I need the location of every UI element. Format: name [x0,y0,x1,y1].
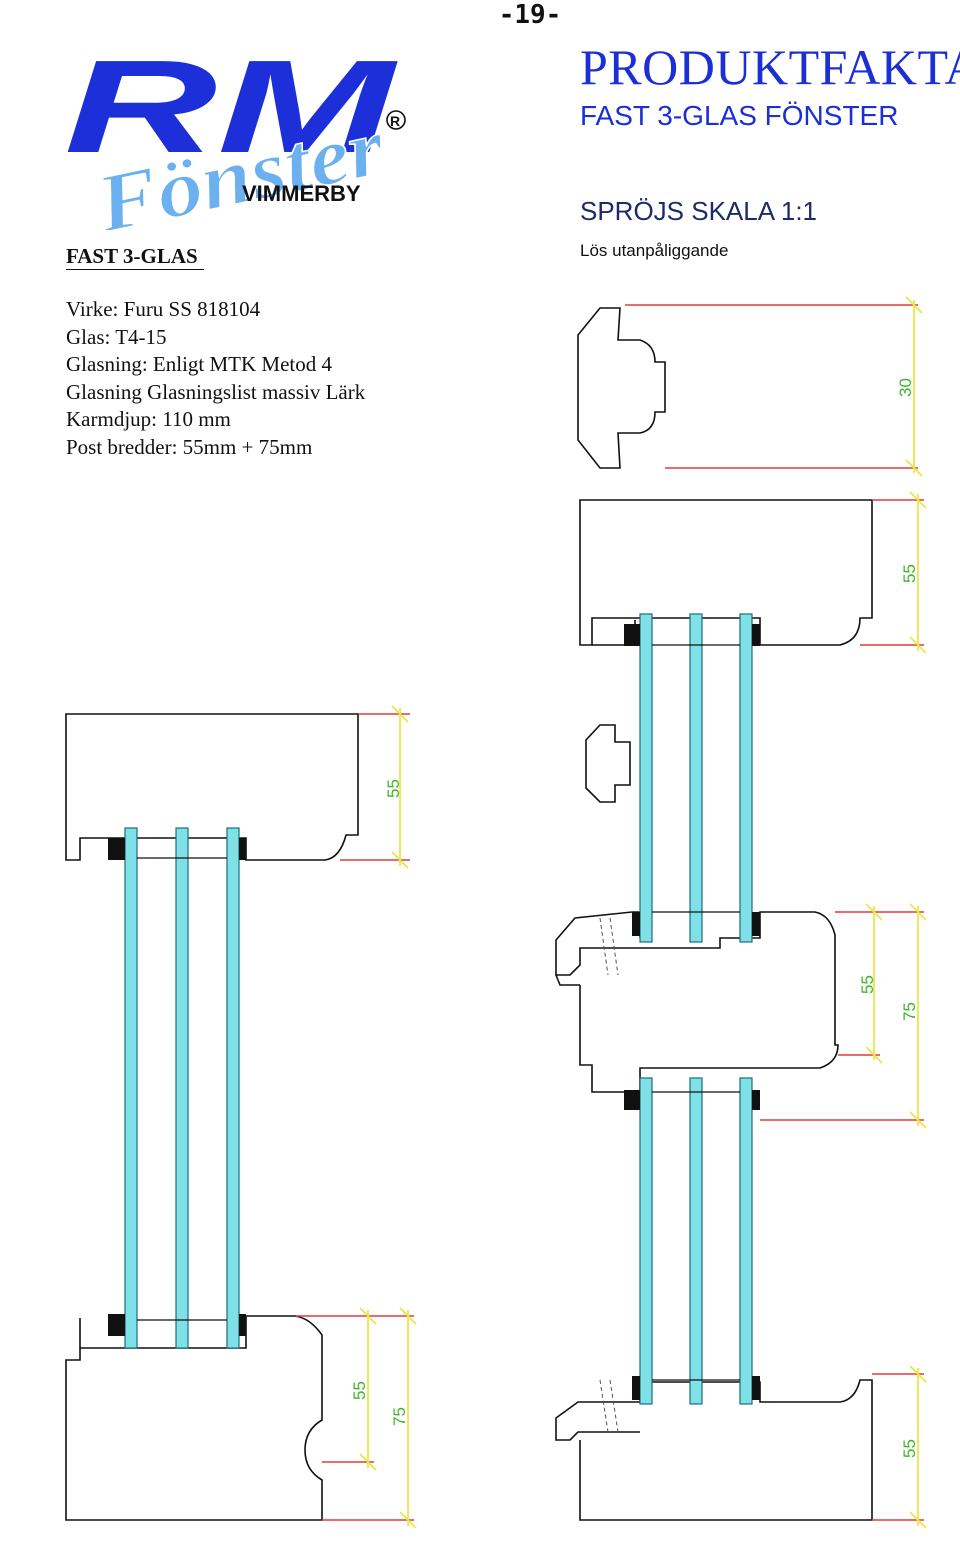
seal-l2-right [239,1314,246,1336]
seal-r1-left [624,624,640,646]
left-top-frame [65,713,359,861]
dim-post-inner: 55 [858,975,877,994]
left-bottom-frame [65,1315,323,1521]
registered-mark-letter: R [390,113,400,129]
dim-left-frame: 55 [384,779,403,798]
muntin-profile [577,307,666,469]
glass-pane-r1b [689,613,703,943]
glass-pane-l3 [226,827,240,1349]
spec-glass: Glas: T4-15 [66,324,167,349]
post-profile [555,911,839,1093]
logo-initials: RM [64,40,399,180]
glass-pane-r1a [639,613,653,943]
dim-left-bottom-outer: 75 [390,1407,409,1426]
glass-pane-l2 [175,827,189,1349]
seal-r3-left [624,1090,640,1110]
seal-r1-right [752,624,760,646]
spec-frame-depth: Karmdjup: 110 mm [66,407,231,431]
seal-r2-right [752,912,760,936]
seal-r3-right [752,1090,760,1110]
seal-l2-left [108,1314,125,1336]
page-subtitle: FAST 3-GLAS FÖNSTER [580,100,899,131]
glass-pane-r2b [689,1077,703,1405]
top-frame-profile [579,499,873,646]
spec-wood: Virke: Furu SS 818104 [66,297,261,321]
registered-mark-icon [386,110,406,130]
dim-muntin-height: 30 [896,378,915,397]
seal-r4-left [632,1376,640,1400]
small-muntin-profile [585,724,631,803]
section-note: Lös utanpåliggande [580,241,729,260]
spec-list: Virke: Furu SS 818104 Glas: T4-15 Glasni… [66,296,365,461]
spec-glazing-bead: Glasning Glasningslist massiv Lärk [66,379,366,404]
page-title: PRODUKTFAKTA [580,39,960,95]
glass-pane-r2c [739,1077,753,1405]
seal-r2-left [632,912,640,936]
seal-l1-right [239,838,246,860]
glass-pane-r1c [739,613,753,943]
logo-location: VIMMERBY [242,181,361,206]
company-logo: RM Fönster VIMMERBY R [64,40,406,230]
spec-post-widths: Post bredder: 55mm + 75mm [66,434,313,459]
dim-top-frame: 55 [900,564,919,583]
bottom-sill-profile [555,1379,873,1521]
dim-bottom-frame: 55 [900,1439,919,1458]
page-number: -19- [498,0,562,30]
section-title: SPRÖJS SKALA 1:1 [580,196,818,226]
glass-pane-l1 [124,827,138,1349]
product-name: FAST 3-GLAS [66,244,204,270]
seal-r4-right [752,1376,760,1400]
spec-glazing-method: Glasning: Enligt MTK Metod 4 [66,352,332,376]
glass-pane-r2a [639,1077,653,1405]
dim-left-bottom-inner: 55 [350,1381,369,1400]
dim-post-outer: 75 [900,1002,919,1021]
seal-l1-left [108,838,125,860]
